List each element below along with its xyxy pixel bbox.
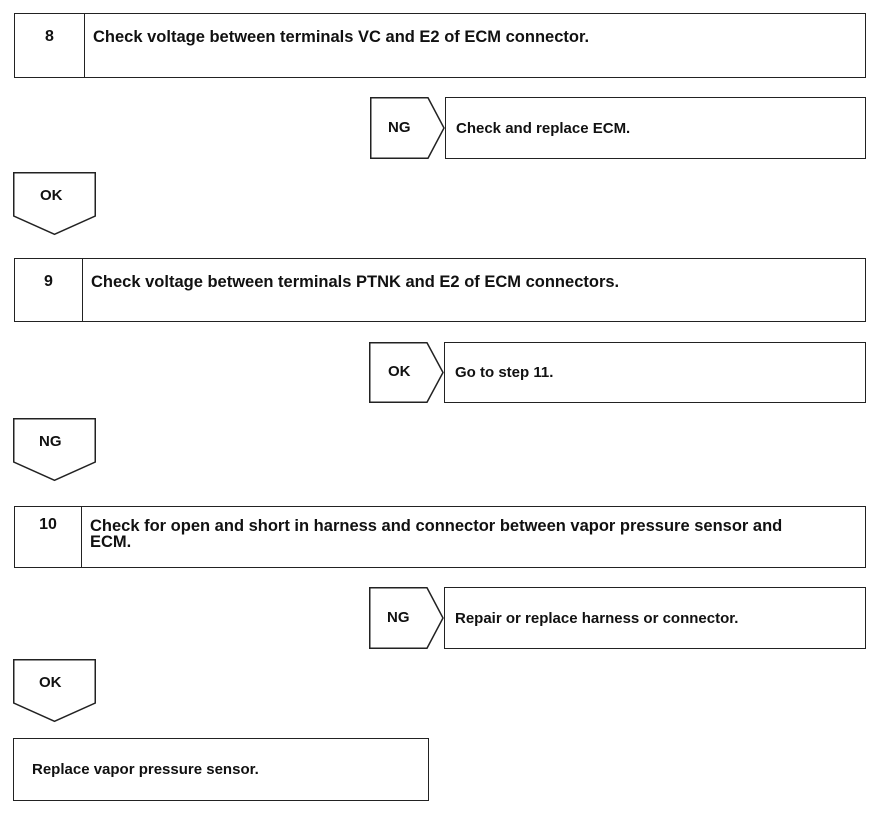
result-box: Check and replace ECM. <box>445 97 866 159</box>
tag-label: NG <box>39 433 62 450</box>
ok-down-arrow-tag: OK <box>13 172 96 236</box>
step-8-box: 8 Check voltage between terminals VC and… <box>14 13 866 78</box>
tag-label: OK <box>39 674 62 691</box>
ok-arrow-tag: OK <box>369 342 444 403</box>
step-10-box: 10 Check for open and short in harness a… <box>14 506 866 568</box>
tag-label: OK <box>40 187 63 204</box>
step-text: Check voltage between terminals PTNK and… <box>91 273 620 291</box>
ng-arrow-tag: NG <box>370 97 445 159</box>
step-text: Check voltage between terminals VC and E… <box>93 28 590 46</box>
down-arrow-icon <box>13 659 96 723</box>
tag-label: NG <box>388 119 411 136</box>
tag-label: NG <box>387 609 410 626</box>
ng-arrow-tag: NG <box>369 587 444 649</box>
step-text: Check for open and short in harness and … <box>90 517 783 551</box>
side-arrow-icon <box>369 342 444 403</box>
step-number: 8 <box>15 14 85 77</box>
side-arrow-icon <box>370 97 445 159</box>
ok-down-arrow-tag: OK <box>13 659 96 723</box>
down-arrow-icon <box>13 418 96 482</box>
ng-down-arrow-tag: NG <box>13 418 96 482</box>
tag-label: OK <box>388 363 411 380</box>
side-arrow-icon <box>369 587 444 649</box>
step-9-box: 9 Check voltage between terminals PTNK a… <box>14 258 866 322</box>
result-box: Go to step 11. <box>444 342 866 403</box>
step-number: 9 <box>15 259 83 321</box>
down-arrow-icon <box>13 172 96 236</box>
final-action-box: Replace vapor pressure sensor. <box>13 738 429 801</box>
step-number: 10 <box>15 507 82 567</box>
result-box: Repair or replace harness or connector. <box>444 587 866 649</box>
